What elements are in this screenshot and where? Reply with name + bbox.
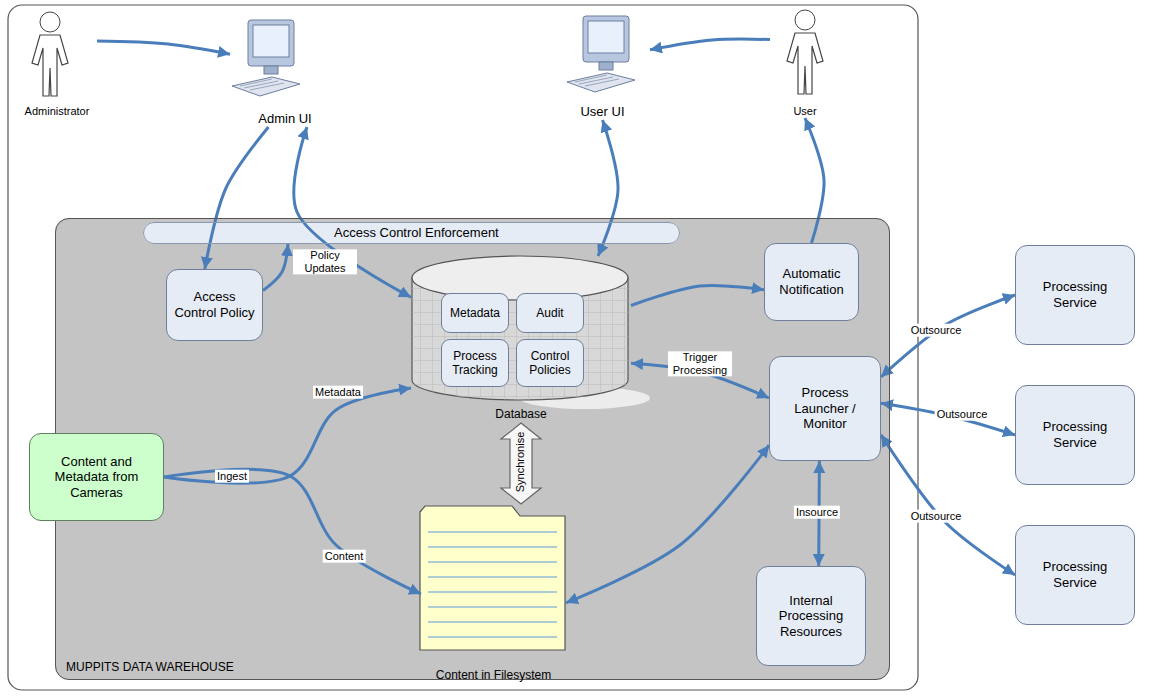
sync-block-arrow [501,423,541,504]
user-figure [787,10,823,94]
warehouse-region: MUPPITS DATA WAREHOUSE Access Control Pol… [55,218,890,680]
connector [164,469,421,594]
enforcement-band: Access Control Enforcement [143,222,680,244]
node-text: Automatic Notification [769,266,854,297]
connector [881,435,1015,575]
edge-label: Insource [794,506,840,519]
warehouse-ground [55,218,890,680]
database-cylinder [412,256,650,409]
connector [205,127,269,269]
edge-label: Trigger Processing [668,351,732,376]
node-text: Administrator [0,105,127,118]
node-text: Control Policies [519,349,581,378]
node-text: Access Control Policy [171,289,258,320]
filesystem-folder [420,506,565,650]
node-text: Internal Processing Resources [761,593,861,640]
node-text: Process Launcher / Monitor [774,385,876,432]
flow-label: Ingest [215,470,249,483]
service-box: Processing Service [1015,245,1135,345]
user-monitor [567,16,635,92]
edge-label: Outsource [909,324,964,337]
node-text: User UI [525,104,680,120]
edge-label: Metadata [313,386,363,399]
table-box: Process Tracking [441,339,509,387]
process-box: Automatic Notification [764,243,859,321]
node-text: Processing Service [1020,279,1130,310]
connector [97,41,230,54]
node-text: Audit [536,306,563,320]
process-box: Access Control Policy [166,269,263,341]
ui-terminal: Admin UI [230,15,340,127]
table-box: Audit [516,293,584,333]
connector [164,388,411,483]
band-fill [143,222,680,244]
connector [881,403,1015,435]
actor-figure: User [770,6,840,118]
node-text: MUPPITS DATA WAREHOUSE [66,660,234,674]
connector [881,295,1015,377]
administrator-figure [32,12,68,96]
connector [294,127,411,297]
database-cylinder: DatabaseMetadataAuditProcess TrackingCon… [411,256,631,421]
node-text: Access Control Enforcement [334,225,499,241]
node-text: Processing Service [1020,419,1130,450]
admin-monitor [232,20,300,96]
node-text: Processing Service [1020,559,1130,590]
edge-label: Outsource [909,510,964,523]
connector [598,120,618,256]
connector [566,445,769,603]
connector [650,39,770,50]
edge-label: Synchronise [514,430,527,495]
node-text: Admin UI [200,111,370,127]
ui-terminal: User UI [555,12,650,120]
outer-frame [8,5,918,690]
edge-label: Content [323,550,366,563]
node-text: Process Tracking [444,349,506,378]
connector [805,118,824,243]
process-box: Process Launcher / Monitor [769,356,881,461]
node-text: User [740,105,870,118]
edge-label: Policy Updates [293,249,357,274]
node-text: Metadata [450,306,500,320]
node-text: Content in Filesystem [391,668,596,682]
filesystem-folder: Content in Filesystem [421,506,566,682]
node-text: Content and Metadata from Cameras [34,454,159,501]
service-box: Processing Service [1015,385,1135,485]
edge-label: Outsource [935,408,990,421]
source-box: Content and Metadata from Cameras [29,433,164,521]
process-box: Internal Processing Resources [756,566,866,666]
connector [263,244,288,291]
connector [631,285,764,305]
table-box: Control Policies [516,339,584,387]
actor-figure: Administrator [17,8,97,118]
node-text: Database [381,407,661,421]
table-box: Metadata [441,293,509,333]
service-box: Processing Service [1015,525,1135,625]
